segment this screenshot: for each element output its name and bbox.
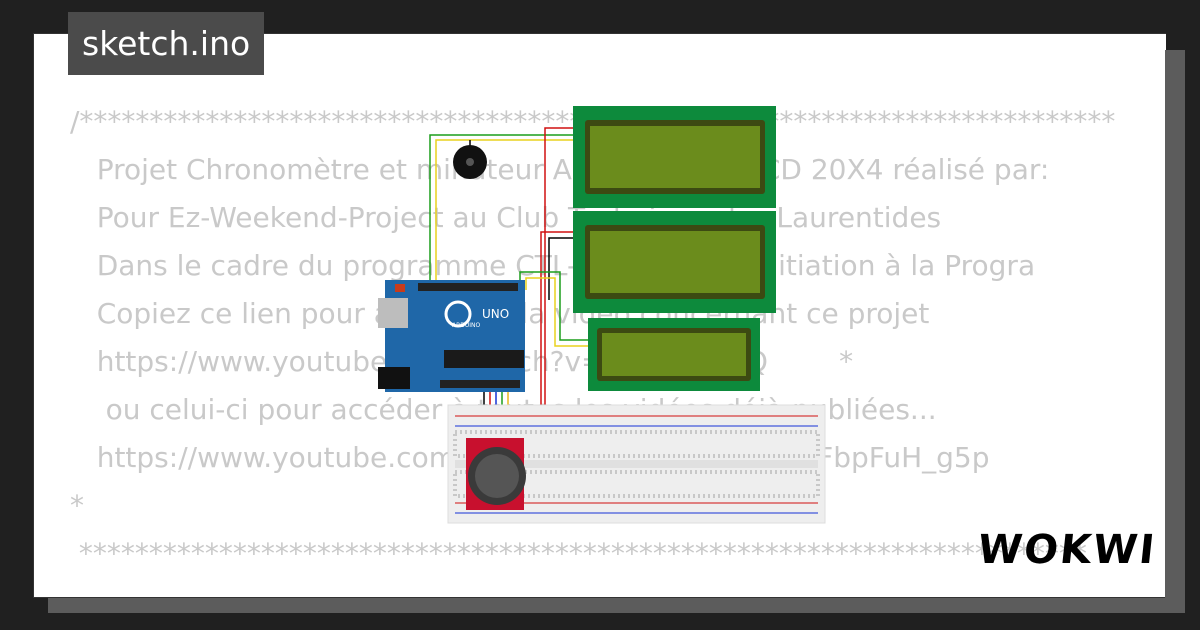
buzzer-icon [453, 145, 487, 179]
code-line: * [70, 489, 84, 522]
board-name: UNO [482, 307, 509, 321]
board-brand: ARDUINO [452, 322, 481, 329]
lcd-display-2 [573, 211, 776, 313]
lcd-display-1 [573, 106, 776, 208]
code-line: Pour Ez-Weekend-Project au Club Techniqu… [70, 201, 942, 234]
wokwi-logo: WOKWI [975, 527, 1159, 573]
file-tab-label: sketch.ino [68, 12, 265, 75]
lcd-display-3 [588, 318, 760, 391]
joystick-module [466, 438, 526, 510]
arduino-uno-board: UNO ARDUINO [378, 280, 525, 392]
shadow-edge [1165, 50, 1185, 613]
code-line: ****************************************… [70, 537, 1087, 570]
